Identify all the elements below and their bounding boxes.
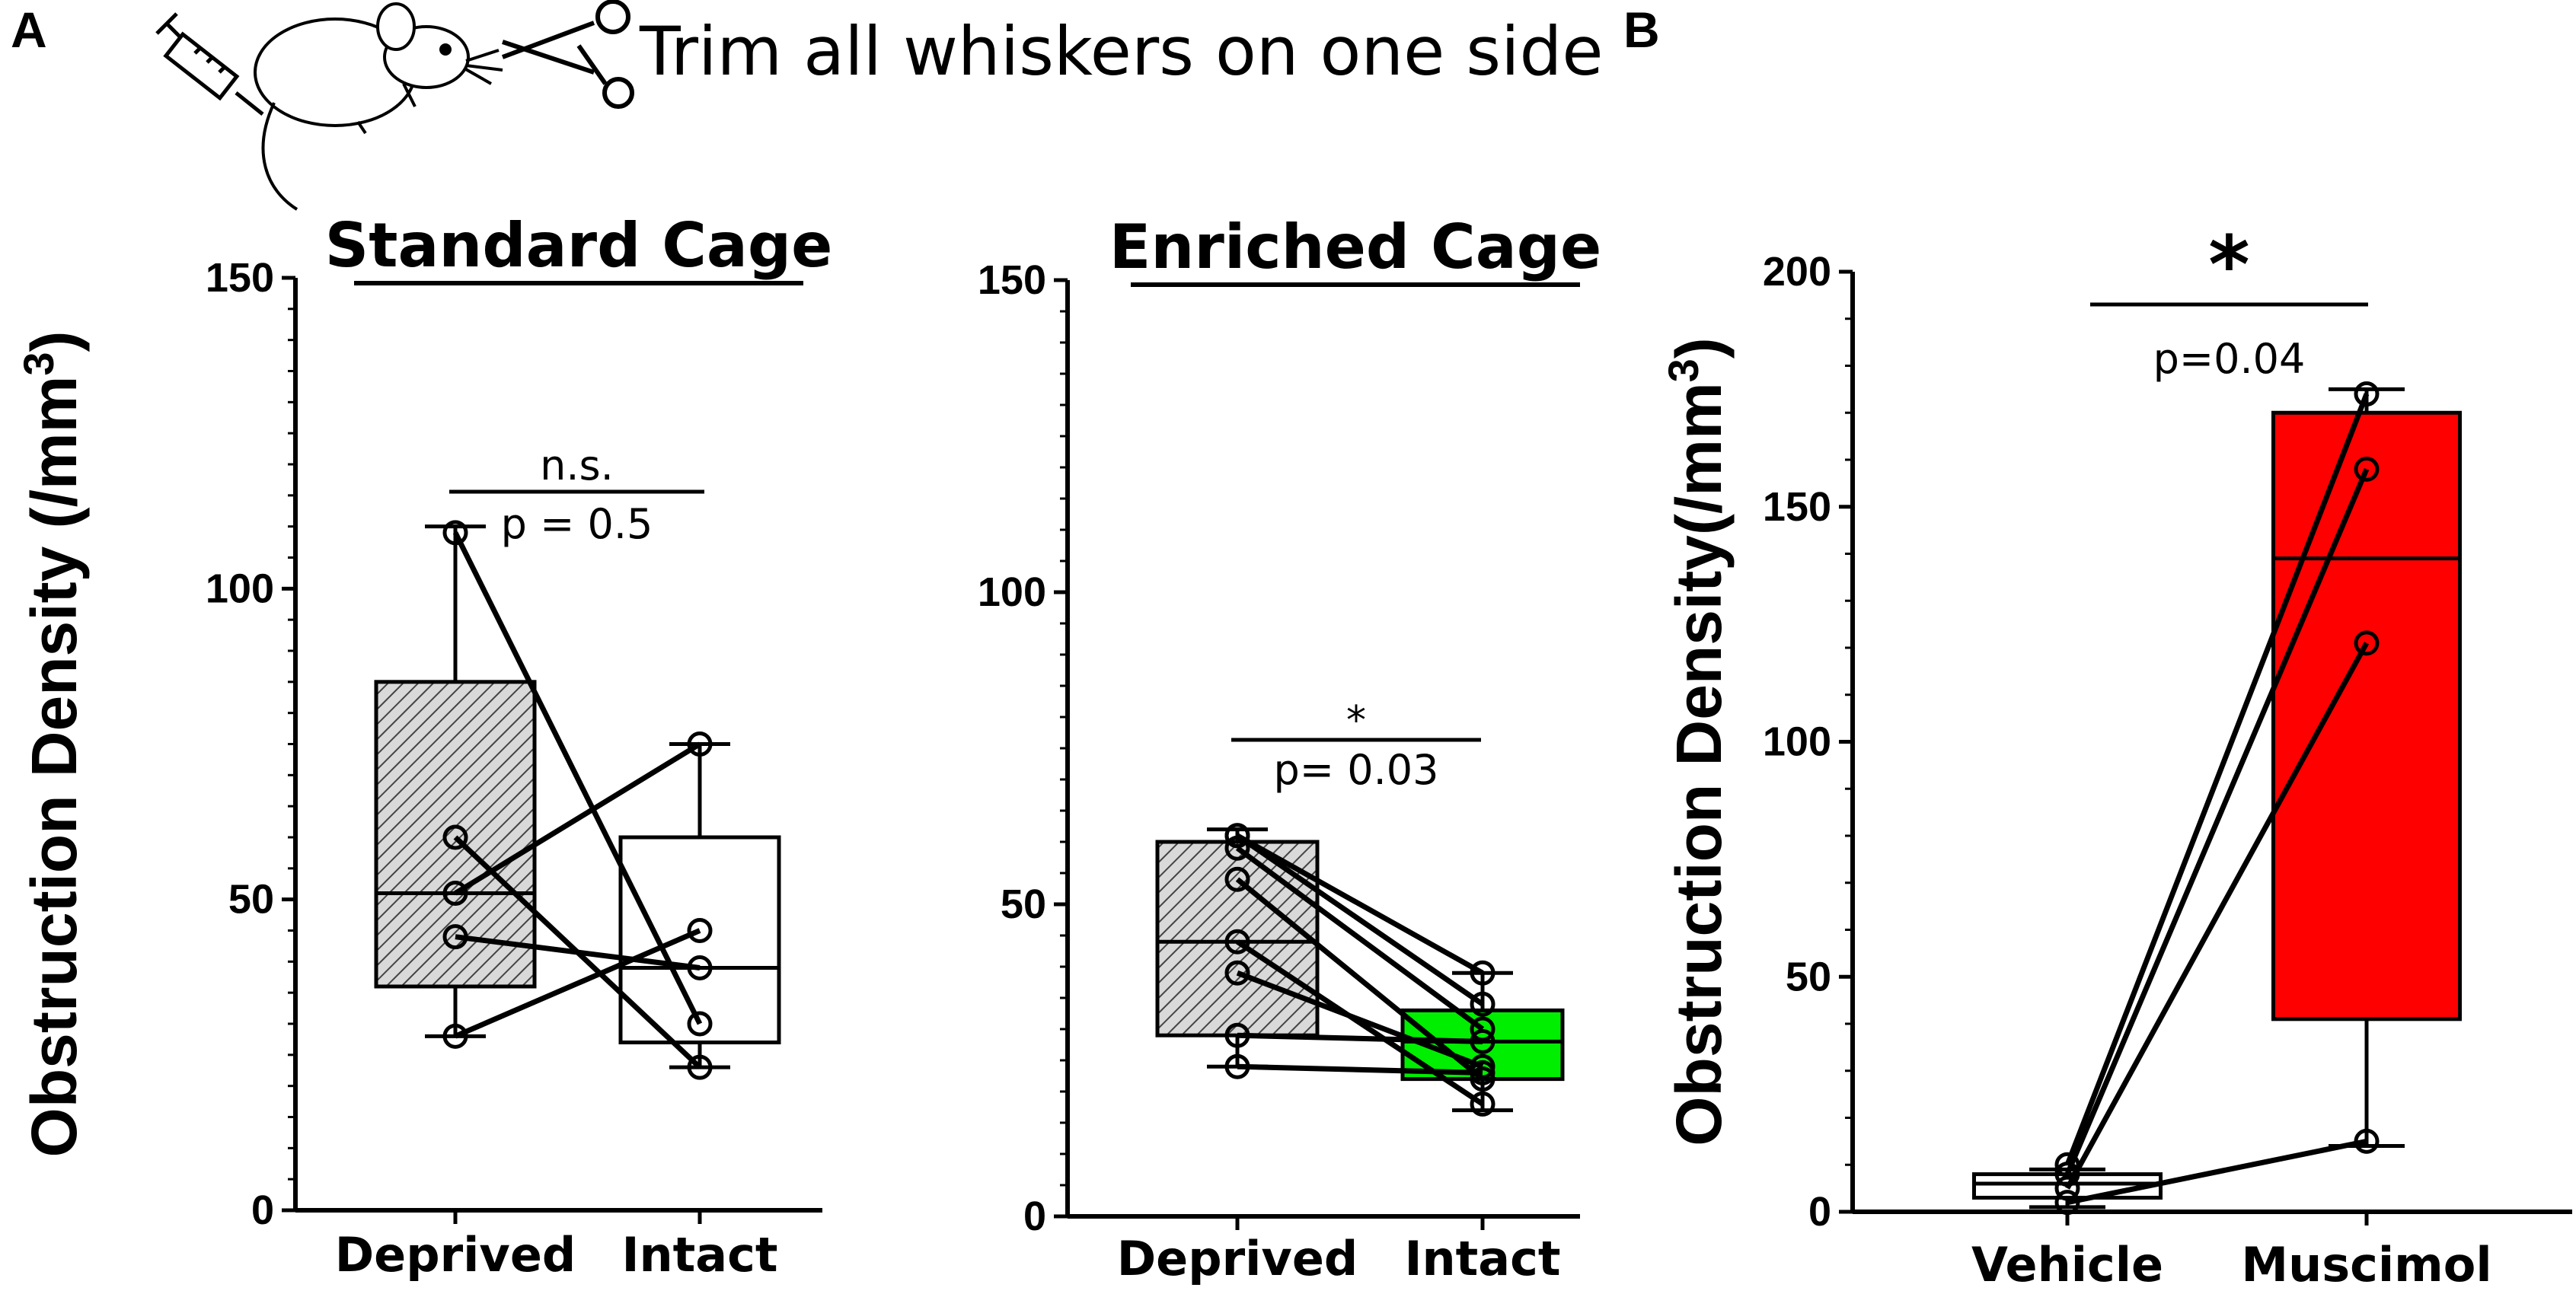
data-point: [1224, 866, 1250, 892]
significance-mark: *: [1346, 698, 1366, 744]
y-tick-label: 150: [978, 257, 1046, 303]
data-point: [2354, 1128, 2380, 1154]
box-body: [2271, 410, 2462, 1021]
y-tick-label: 150: [206, 255, 274, 301]
data-point: [1470, 1016, 1495, 1042]
data-point: [1224, 835, 1250, 861]
paired-line: [2064, 642, 2370, 1190]
chart-title: Enriched Cage: [1109, 212, 1601, 282]
y-axis-label: Obstruction Density (/mm3): [14, 331, 90, 1158]
y-tick-label: 100: [1763, 719, 1831, 765]
scissors-icon: [501, 0, 634, 109]
box-deprived: [374, 524, 537, 1038]
category-label: Intact: [1404, 1231, 1560, 1286]
paired-line: [452, 531, 703, 1025]
category-label: Deprived: [1117, 1231, 1358, 1286]
procedure-text: Trim all whiskers on one side: [639, 12, 1604, 91]
data-point: [2054, 1162, 2080, 1187]
data-point: [1470, 960, 1495, 986]
paired-line: [455, 934, 701, 971]
p-value-text: p=0.04: [2153, 335, 2306, 383]
data-point: [1224, 960, 1250, 986]
paired-line: [1236, 833, 1484, 1007]
p-value-text: p = 0.5: [501, 500, 653, 548]
paired-line: [1237, 1063, 1483, 1076]
syringe-icon: [155, 12, 264, 116]
data-point: [1224, 929, 1250, 955]
paired-line: [454, 741, 701, 896]
paired-line: [2064, 393, 2370, 1166]
paired-line: [2067, 1138, 2367, 1206]
data-point: [1224, 1022, 1250, 1048]
data-point: [687, 918, 713, 943]
data-point: [442, 881, 468, 906]
data-point: [2054, 1152, 2080, 1178]
data-point: [442, 924, 468, 950]
y-tick-label: 0: [251, 1187, 274, 1233]
significance-mark: *: [2208, 218, 2249, 311]
y-tick-label: 150: [1763, 484, 1831, 530]
chart-title: Standard Cage: [325, 210, 833, 281]
paired-line: [1236, 970, 1484, 1069]
box-body: [374, 680, 537, 989]
y-tick-label: 50: [1786, 954, 1831, 999]
paired-observations: [442, 520, 713, 1080]
paired-line: [1235, 846, 1485, 1031]
data-point: [1470, 991, 1495, 1017]
data-point: [1224, 823, 1250, 849]
paired-observations: [1224, 823, 1495, 1117]
category-label: Muscimol: [2241, 1237, 2491, 1292]
data-point: [2354, 456, 2380, 482]
y-tick-label: 100: [206, 566, 274, 611]
y-tick-label: 50: [1001, 881, 1046, 927]
category-label: Deprived: [335, 1227, 576, 1283]
paired-line: [1236, 833, 1484, 976]
y-tick-label: 0: [1023, 1194, 1046, 1239]
paired-line: [1235, 877, 1485, 1082]
category-label: Vehicle: [1971, 1237, 2163, 1292]
y-tick-label: 50: [228, 877, 274, 923]
p-value-text: p= 0.03: [1274, 746, 1439, 794]
category-label: Intact: [621, 1227, 777, 1283]
data-point: [442, 1023, 468, 1049]
data-point: [2354, 630, 2380, 656]
data-point: [687, 1011, 713, 1037]
data-point: [687, 955, 713, 980]
paired-line: [1237, 1032, 1483, 1044]
y-tick-label: 200: [1763, 249, 1831, 295]
data-point: [687, 1054, 713, 1080]
panel-label-a: A: [11, 2, 47, 58]
y-axis-label: Obstruction Density(/mm3): [1659, 337, 1735, 1146]
mouse-icon: [254, 2, 503, 211]
data-point: [1470, 1028, 1495, 1054]
paired-observations: [2054, 381, 2380, 1216]
panel-label-b: B: [1623, 2, 1660, 58]
data-point: [2054, 1175, 2080, 1201]
data-point: [442, 824, 468, 850]
y-tick-label: 0: [1808, 1189, 1831, 1235]
paired-line: [2064, 467, 2370, 1175]
data-point: [1224, 1053, 1250, 1079]
data-point: [2354, 381, 2380, 407]
data-point: [687, 731, 713, 757]
data-point: [1470, 1091, 1495, 1117]
data-point: [1470, 1060, 1495, 1085]
data-point: [442, 520, 468, 546]
significance-mark: n.s.: [540, 441, 614, 489]
y-tick-label: 100: [978, 569, 1046, 615]
paired-line: [1236, 939, 1484, 1107]
data-point: [2054, 1190, 2080, 1216]
box-muscimol: [2271, 387, 2462, 1149]
paired-line: [454, 928, 701, 1039]
